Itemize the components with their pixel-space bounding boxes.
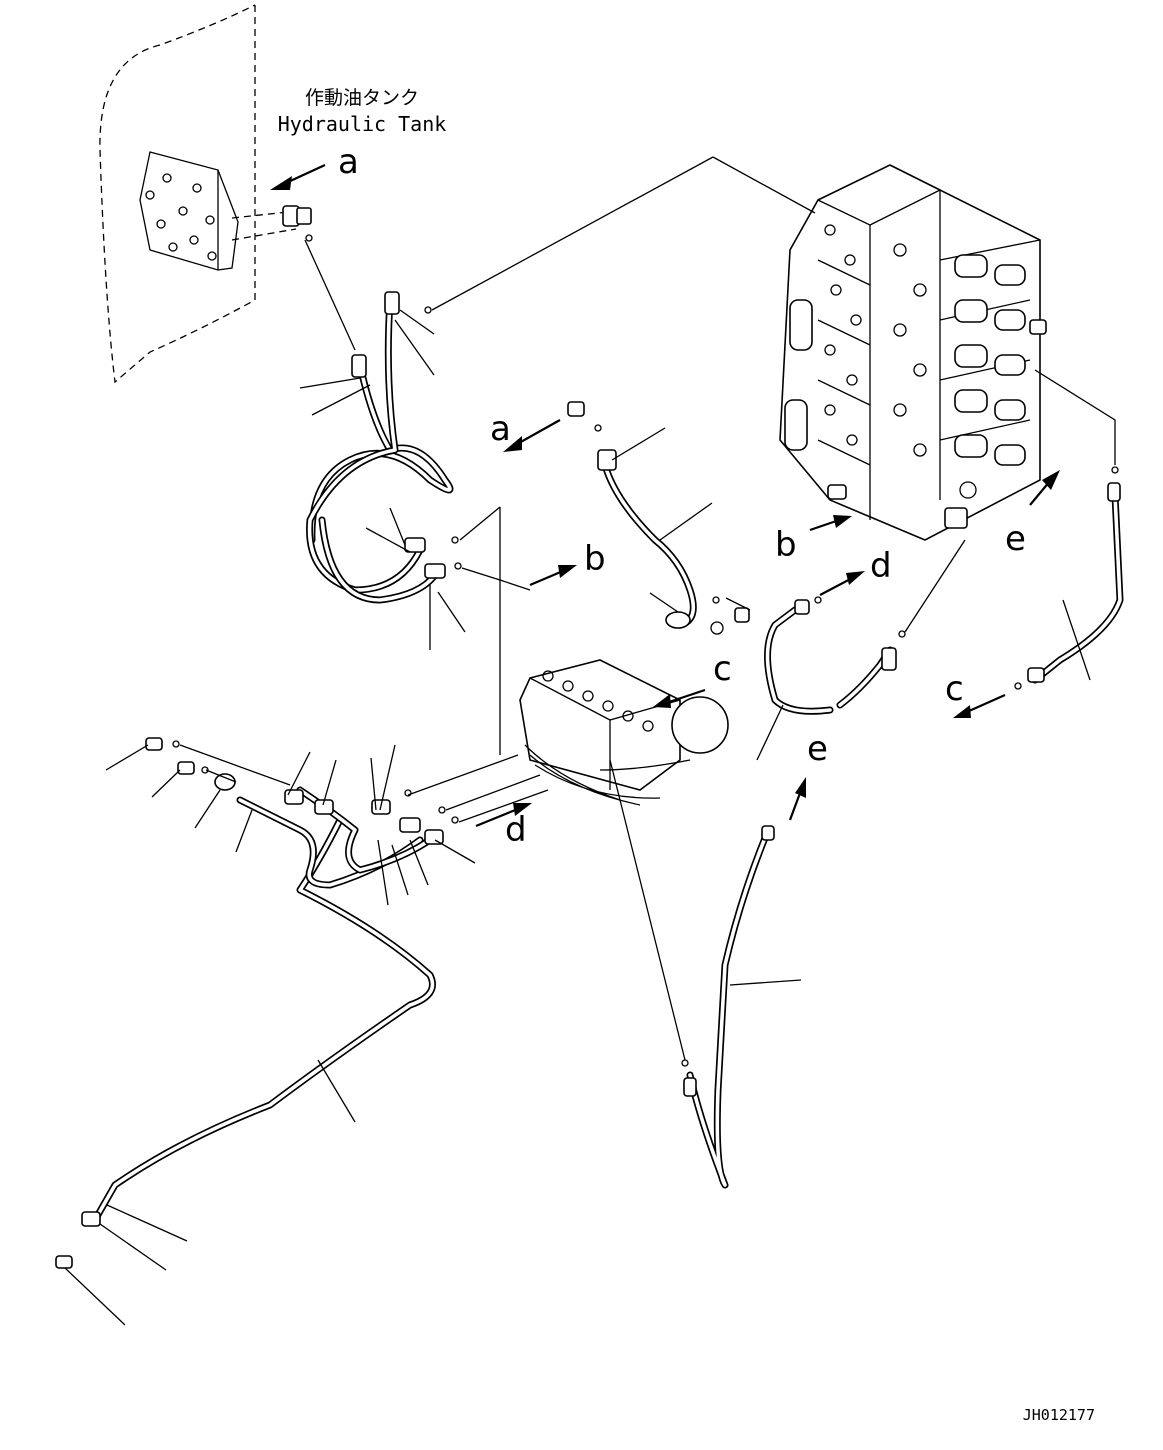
ref-label-b-valve: b xyxy=(775,525,797,565)
hose-tank-return xyxy=(308,361,454,544)
hose-lower-bundle xyxy=(236,786,434,889)
ref-label-c-right: c xyxy=(945,669,964,709)
tank-label-jp: 作動油タンク xyxy=(305,87,419,109)
hose-right-e xyxy=(1031,491,1124,684)
ref-label-a-tank: a xyxy=(338,142,359,182)
ref-label-e-upper: e xyxy=(1005,519,1026,559)
drawing-number: JH012177 xyxy=(1023,1406,1095,1424)
hose-d-to-e xyxy=(764,606,894,715)
ref-label-a-valve: a xyxy=(490,409,511,449)
tank-label-en: Hydraulic Tank xyxy=(278,112,447,136)
hose-loop-lower xyxy=(318,516,439,604)
hose-center-long xyxy=(686,834,769,1189)
hose-valve-a xyxy=(601,461,697,629)
ref-label-c-center: c xyxy=(713,649,732,689)
ref-label-b-hose: b xyxy=(584,539,606,579)
main-control-valve xyxy=(779,164,1047,541)
o-rings xyxy=(172,306,1119,1067)
tank-elbow-fitting xyxy=(282,205,313,242)
hydraulic-tank xyxy=(99,4,297,384)
ref-label-e-lower: e xyxy=(807,729,828,769)
hose-loop-upper xyxy=(306,296,424,594)
leader-lines xyxy=(64,156,1116,1326)
ref-label-d-lower: d xyxy=(505,810,527,850)
ref-arrows xyxy=(270,164,1060,828)
ref-label-d-upper: d xyxy=(870,546,892,586)
hose-long-lower xyxy=(91,816,436,1224)
solenoid-valve-block xyxy=(519,659,729,806)
fitting-group xyxy=(55,291,1121,1269)
